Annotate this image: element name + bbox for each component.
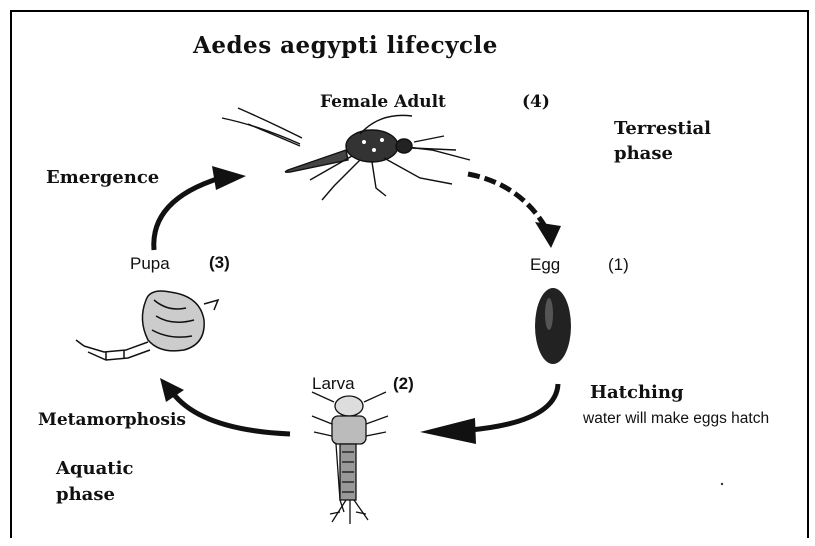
speck xyxy=(721,483,723,485)
egg-icon xyxy=(535,288,571,364)
diagram-title: Aedes aegypti lifecycle xyxy=(193,32,498,59)
stage-number-egg: (1) xyxy=(608,255,629,275)
stage-label-larva: Larva xyxy=(312,374,355,394)
transition-label-hatching: Hatching xyxy=(590,382,684,403)
phase-label-aquatic: Aquatic phase xyxy=(56,456,196,508)
stage-label-adult: Female Adult xyxy=(320,92,446,112)
arrow-adult-to-egg xyxy=(468,174,561,248)
stage-label-pupa: Pupa xyxy=(130,254,170,274)
stage-label-egg: Egg xyxy=(530,255,560,275)
hatching-note: water will make eggs hatch xyxy=(583,408,803,429)
arrow-egg-to-larva xyxy=(420,384,558,444)
pupa-icon xyxy=(76,291,218,360)
arrow-pupa-to-adult xyxy=(154,166,246,250)
larva-icon xyxy=(312,392,388,524)
transition-label-metamorphosis: Metamorphosis xyxy=(38,410,186,430)
stage-number-larva: (2) xyxy=(393,374,414,394)
stage-number-adult: (4) xyxy=(522,92,550,112)
stage-number-pupa: (3) xyxy=(209,253,230,273)
transition-label-emergence: Emergence xyxy=(46,167,159,188)
phase-label-terrestrial: Terrestial phase xyxy=(614,116,764,166)
mosquito-adult-icon xyxy=(222,108,470,200)
